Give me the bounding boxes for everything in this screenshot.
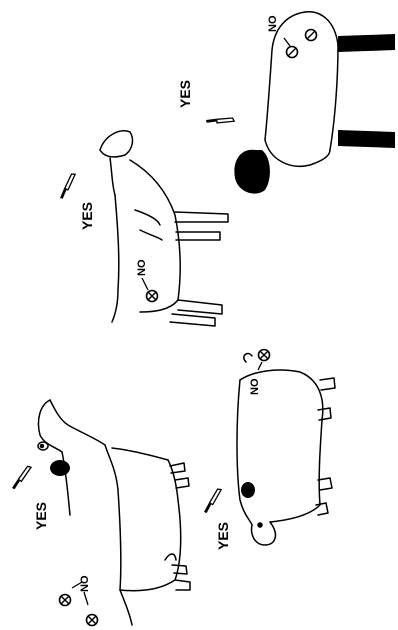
pig-yes-label: YES	[215, 522, 231, 550]
crossed-circle-icon	[147, 291, 158, 302]
knife-icon	[53, 173, 83, 200]
cow-panel: YES NO	[7, 400, 190, 626]
crossed-circle-icon	[287, 47, 298, 58]
crossed-circle-icon	[60, 595, 71, 606]
arrow-icon	[284, 38, 290, 46]
knife-icon	[205, 107, 235, 134]
cow-illustration	[38, 400, 190, 625]
cow-neck-injection-site	[50, 460, 70, 476]
goat-yes-label: YES	[79, 202, 95, 230]
cow-no-label: NO	[79, 575, 91, 592]
pig-panel: YES NO	[198, 350, 335, 551]
cow-yes-label: YES	[33, 502, 49, 530]
knife-icon	[198, 488, 228, 514]
pig-no-label: NO	[249, 378, 261, 395]
goat-no-label: NO	[136, 259, 148, 276]
sheep-leg	[338, 130, 395, 148]
crossed-circle-icon	[306, 30, 317, 41]
crossed-circle-icon	[259, 350, 270, 361]
sheep-panel: YES NO	[177, 12, 395, 194]
arrow-icon	[142, 278, 148, 290]
goat-illustration	[100, 131, 228, 326]
crossed-circle-icon	[87, 615, 98, 626]
sheep-leg	[338, 34, 395, 52]
arrow-icon	[258, 362, 262, 370]
sheep-no-label: NO	[267, 15, 279, 32]
sheep-illustration	[265, 12, 338, 167]
goat-panel: YES NO	[53, 131, 229, 326]
pig-neck-injection-site	[241, 482, 255, 498]
knife-icon	[7, 465, 36, 490]
sheep-head	[234, 150, 270, 194]
sheep-yes-label: YES	[177, 80, 193, 108]
